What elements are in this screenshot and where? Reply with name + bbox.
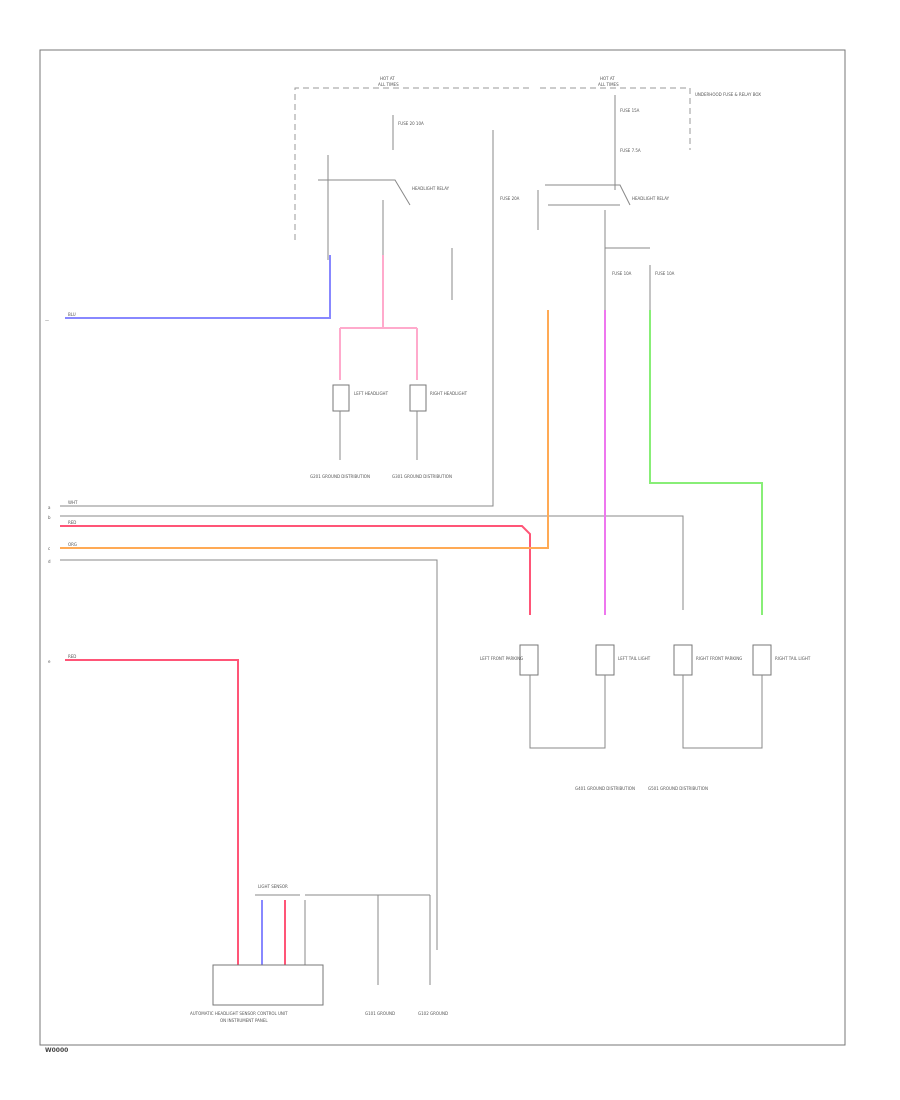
wht-bus-1 xyxy=(60,310,494,507)
green-wire xyxy=(649,310,763,615)
sensor-box xyxy=(212,964,324,1006)
lamp-row-1-label: LEFT FRONT PARKING xyxy=(480,656,523,661)
sensor-box-label-2: ON INSTRUMENT PANEL xyxy=(220,1018,268,1023)
lamp-right-symbol xyxy=(409,384,427,412)
lamp-left-label: LEFT HEADLIGHT xyxy=(354,391,389,396)
bus-pin-2: b xyxy=(48,515,51,520)
blue-pin: — xyxy=(45,318,49,323)
bus-pin-3: c xyxy=(48,546,50,551)
relay-left-body xyxy=(318,179,411,206)
red-wire-sensor xyxy=(65,659,239,965)
lamp-row-2-label: LEFT TAIL LIGHT xyxy=(618,656,651,661)
wire-red-label: RED xyxy=(68,520,76,525)
hot-label-right-2: ALL TIMES xyxy=(598,82,619,87)
wire-blu-label: BLU xyxy=(68,312,76,317)
lower-gnd-right xyxy=(682,675,763,749)
top-dashed-left xyxy=(294,87,530,240)
blue-wire xyxy=(65,255,331,319)
lamp-row-3-symbol xyxy=(673,644,693,676)
red-wire-main xyxy=(60,525,531,615)
gnd-lower-right-label: G501 GROUND DISTRIBUTION xyxy=(648,786,708,791)
fuse-d-label: FUSE 20A xyxy=(500,196,520,201)
sensor-top-label: LIGHT SENSOR xyxy=(258,884,288,889)
lamp-row-4-label: RIGHT TAIL LIGHT xyxy=(775,656,811,661)
bus-pin-1: a xyxy=(48,505,51,510)
wire-wht-label: WHT xyxy=(68,500,78,505)
gnd-left-label: G201 GROUND DISTRIBUTION xyxy=(310,474,370,479)
relay-right-body xyxy=(545,184,631,206)
fuse-f-label: FUSE 10A xyxy=(655,271,675,276)
hot-label-right: HOT AT xyxy=(600,76,615,81)
lamp-row-4-symbol xyxy=(752,644,772,676)
gnd-bottom-1-label: G101 GROUND xyxy=(365,1011,395,1016)
relay-right-label: HEADLIGHT RELAY xyxy=(632,196,670,201)
lamp-row-2-symbol xyxy=(595,644,615,676)
sensor-box-label: AUTOMATIC HEADLIGHT SENSOR CONTROL UNIT xyxy=(190,1011,288,1016)
lamp-left-symbol xyxy=(332,384,350,412)
diagram-frame xyxy=(39,49,846,1046)
lamp-row-1-symbol xyxy=(519,644,539,676)
fuse-box-note: UNDERHOOD FUSE & RELAY BOX xyxy=(695,92,761,97)
gnd-bottom-2-label: G102 GROUND xyxy=(418,1011,448,1016)
lower-gnd-left xyxy=(529,675,606,749)
gray-wire-sensor xyxy=(60,559,438,950)
fuse-e-label: FUSE 10A xyxy=(612,271,632,276)
relay-left-label: HEADLIGHT RELAY xyxy=(412,186,450,191)
fuse-b-label: FUSE 15A xyxy=(620,108,640,113)
wire-red2-label: RED xyxy=(68,654,76,659)
orange-wire xyxy=(60,310,549,549)
top-dashed-right xyxy=(540,87,691,150)
gnd-right-label: G301 GROUND DISTRIBUTION xyxy=(392,474,452,479)
wht-bus-2 xyxy=(60,515,684,610)
bus-pin-5: e xyxy=(48,659,51,664)
headlight-feed-wire xyxy=(339,255,418,380)
lamp-right-label: RIGHT HEADLIGHT xyxy=(430,391,468,396)
fuse-a-label: FUSE 20 10A xyxy=(398,121,424,126)
wire-org-label: ORG xyxy=(68,542,77,547)
bus-pin-4: d xyxy=(48,559,51,564)
hot-label-left: HOT AT xyxy=(380,76,395,81)
fuse-c-label: FUSE 7.5A xyxy=(620,148,641,153)
hot-label-left-2: ALL TIMES xyxy=(378,82,399,87)
lamp-row-3-label: RIGHT FRONT PARKING xyxy=(696,656,742,661)
corner-code: W0000 xyxy=(45,1047,68,1054)
relay-right-frame xyxy=(537,190,620,230)
gnd-lower-left-label: G401 GROUND DISTRIBUTION xyxy=(575,786,635,791)
